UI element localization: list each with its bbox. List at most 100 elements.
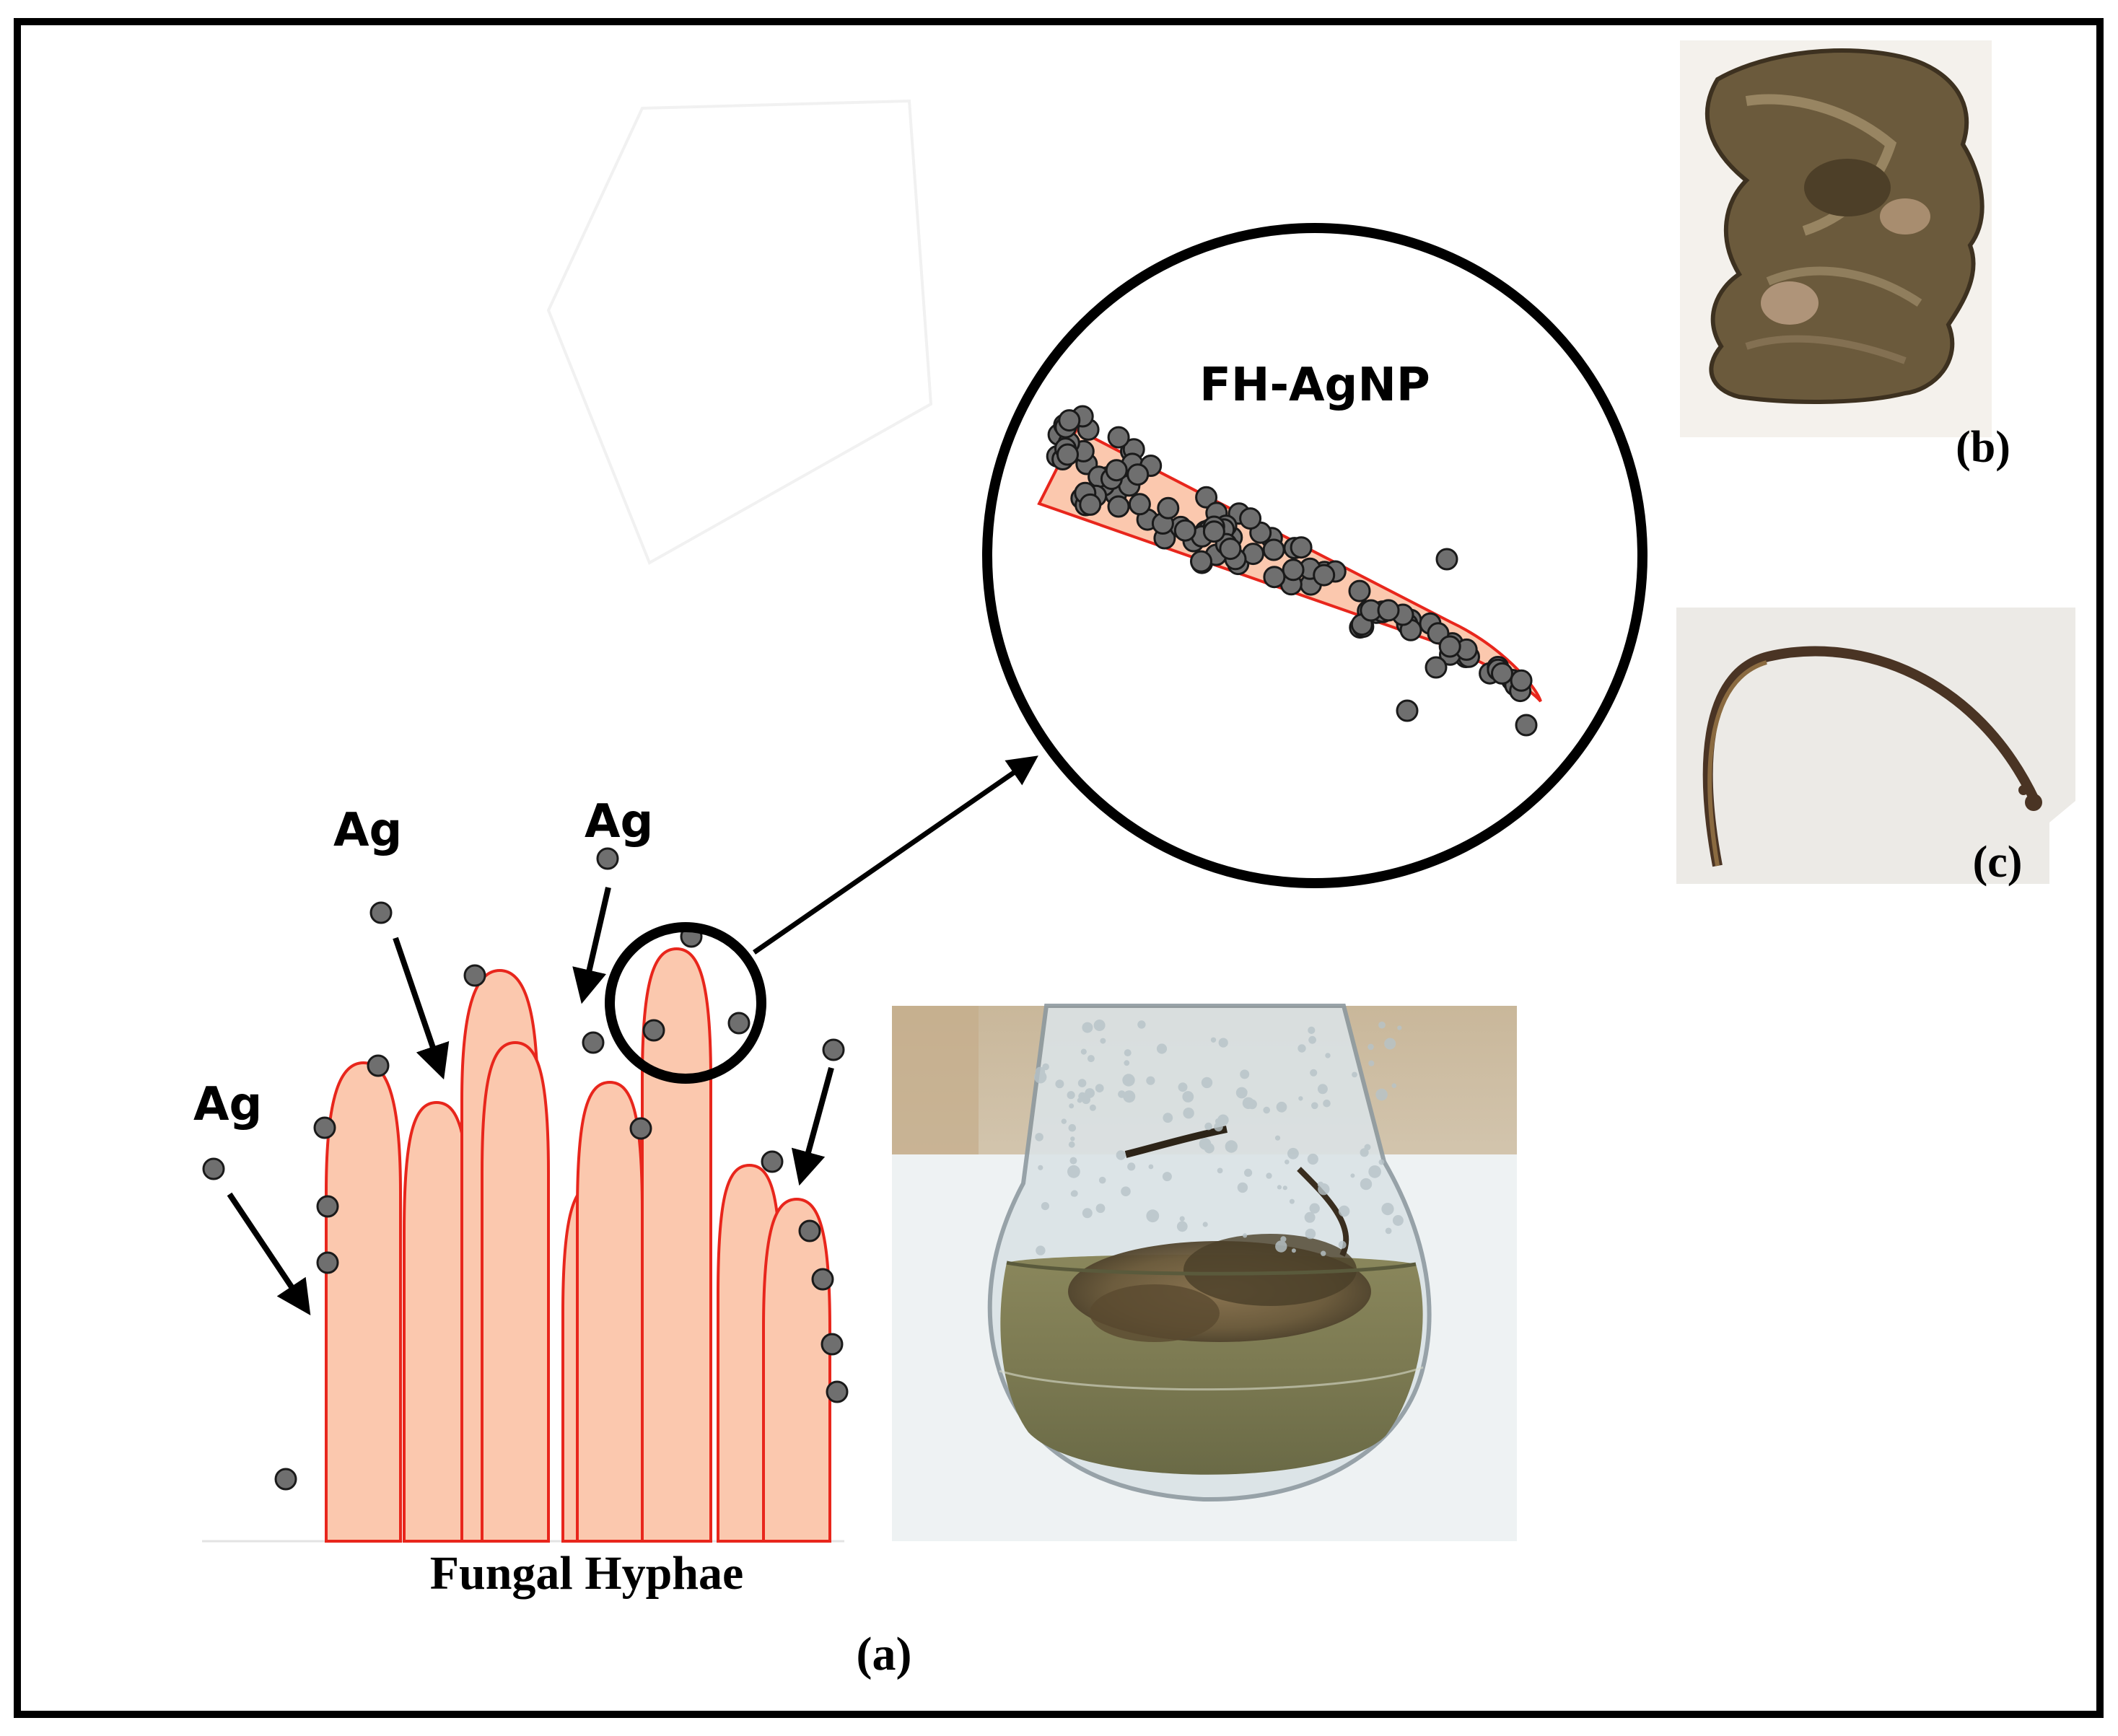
condensation-droplet bbox=[1308, 1035, 1316, 1044]
silver-nanoparticle-dot bbox=[1377, 599, 1400, 622]
silver-nanoparticle-dot bbox=[316, 1251, 339, 1274]
hypha-fiber-photo bbox=[1676, 608, 2075, 884]
condensation-droplet bbox=[1095, 1084, 1104, 1093]
condensation-droplet bbox=[1266, 1172, 1272, 1179]
condensation-droplet bbox=[1240, 1069, 1250, 1079]
condensation-droplet bbox=[1307, 1153, 1318, 1165]
fungal-hypha-shape bbox=[481, 1040, 550, 1543]
silver-nanoparticle-dot bbox=[820, 1333, 844, 1356]
silver-nanoparticle-dot bbox=[582, 1031, 605, 1054]
zoom-circle-small bbox=[605, 922, 766, 1084]
fh-agnp-label: FH-AgNP bbox=[1199, 359, 1430, 412]
silver-nanoparticle-dot bbox=[811, 1268, 834, 1291]
silver-nanoparticle-dot bbox=[1105, 459, 1128, 482]
condensation-droplet bbox=[1071, 1190, 1078, 1197]
silver-nanoparticle-dot bbox=[1262, 538, 1285, 561]
condensation-droplet bbox=[1263, 1106, 1270, 1114]
faint-background-inset bbox=[546, 99, 933, 565]
condensation-droplet bbox=[1367, 1043, 1374, 1051]
condensation-droplet bbox=[1098, 1176, 1106, 1184]
condensation-droplet bbox=[1204, 1143, 1215, 1154]
condensation-droplet bbox=[1202, 1222, 1208, 1227]
fungal-hypha-shape bbox=[762, 1197, 831, 1543]
silver-nanoparticle-dot bbox=[761, 1150, 784, 1173]
condensation-droplet bbox=[1069, 1157, 1077, 1165]
condensation-droplet bbox=[1310, 1069, 1318, 1077]
condensation-droplet bbox=[1317, 1084, 1328, 1095]
condensation-droplet bbox=[1325, 1053, 1331, 1058]
condensation-droplet bbox=[1338, 1240, 1347, 1249]
condensation-droplet bbox=[1323, 1099, 1331, 1108]
zoom-arrow bbox=[753, 755, 1038, 955]
condensation-droplet bbox=[1093, 1020, 1106, 1031]
condensation-droplet bbox=[1360, 1148, 1369, 1157]
condensation-droplet bbox=[1350, 1173, 1355, 1178]
silver-nanoparticle-dot bbox=[1157, 496, 1180, 520]
fungal-biomass-photo bbox=[1680, 40, 1992, 437]
free-nanoparticles bbox=[202, 847, 849, 1491]
condensation-droplet bbox=[1392, 1215, 1404, 1226]
condensation-droplet bbox=[1178, 1082, 1188, 1092]
silver-nanoparticle-dot bbox=[1313, 564, 1336, 587]
condensation-droplet bbox=[1034, 1071, 1047, 1084]
condensation-droplet bbox=[1381, 1203, 1394, 1216]
condensation-droplet bbox=[1067, 1165, 1080, 1178]
condensation-droplet bbox=[1385, 1227, 1392, 1235]
condensation-droplet bbox=[1089, 1104, 1096, 1111]
condensation-droplet bbox=[1298, 1096, 1303, 1101]
flask-photo bbox=[892, 1004, 1517, 1541]
silver-nanoparticle-dot bbox=[1107, 495, 1130, 518]
condensation-droplet bbox=[1304, 1211, 1316, 1223]
silver-nanoparticle-dot bbox=[1263, 566, 1286, 589]
condensation-droplet bbox=[1391, 1083, 1397, 1088]
silver-nanoparticle-dot bbox=[1515, 714, 1538, 737]
condensation-droplet bbox=[1241, 1089, 1248, 1095]
condensation-droplet bbox=[1368, 1060, 1375, 1066]
condensation-droplet bbox=[1082, 1208, 1093, 1219]
silver-nanoparticle-dot bbox=[369, 901, 393, 924]
silver-nanoparticle-dot bbox=[463, 964, 486, 987]
condensation-droplet bbox=[1204, 1122, 1212, 1131]
ag-label-right: Ag bbox=[585, 795, 653, 849]
condensation-droplet bbox=[1384, 1038, 1396, 1050]
silver-nanoparticle-dot bbox=[1079, 493, 1102, 516]
condensation-droplet bbox=[1217, 1167, 1223, 1174]
condensation-droplet bbox=[1137, 1020, 1146, 1029]
condensation-droplet bbox=[1182, 1091, 1194, 1102]
fungal-hypha-shape bbox=[576, 1080, 644, 1543]
condensation-droplet bbox=[1038, 1165, 1043, 1170]
condensation-droplet bbox=[1087, 1055, 1095, 1063]
silver-nanoparticle-dot bbox=[1190, 550, 1212, 573]
fungal-hypha-shape bbox=[641, 947, 712, 1543]
ag-arrow-middle bbox=[393, 937, 450, 1080]
condensation-droplet bbox=[1274, 1135, 1281, 1141]
condensation-droplet bbox=[1041, 1202, 1049, 1211]
silver-nanoparticle-dot bbox=[798, 1219, 821, 1242]
condensation-droplet bbox=[1183, 1108, 1194, 1119]
silver-nanoparticle-dot bbox=[1058, 409, 1081, 432]
condensation-droplet bbox=[1244, 1168, 1253, 1177]
condensation-droplet bbox=[1116, 1150, 1126, 1160]
condensation-droplet bbox=[1360, 1178, 1373, 1191]
condensation-droplet bbox=[1122, 1074, 1135, 1087]
fungal-hyphae-label: Fungal Hyphae bbox=[430, 1547, 744, 1600]
condensation-droplet bbox=[1123, 1090, 1136, 1103]
silver-nanoparticle-dot bbox=[1202, 520, 1225, 543]
condensation-droplet bbox=[1352, 1071, 1357, 1078]
condensation-droplet bbox=[1077, 1079, 1087, 1087]
condensation-droplet bbox=[1146, 1209, 1160, 1223]
condensation-droplet bbox=[1397, 1025, 1402, 1030]
silver-nanoparticle-dot bbox=[1396, 699, 1419, 722]
ag-arrow-left bbox=[227, 1192, 311, 1315]
silver-nanoparticle-dot bbox=[1510, 669, 1533, 692]
condensation-droplet bbox=[1291, 1248, 1296, 1253]
silver-nanoparticle-dot bbox=[316, 1195, 339, 1218]
condensation-droplet bbox=[1067, 1091, 1075, 1100]
condensation-droplet bbox=[1287, 1147, 1299, 1159]
condensation-droplet bbox=[1035, 1133, 1043, 1141]
condensation-droplet bbox=[1078, 1092, 1087, 1100]
silver-nanoparticle-dot bbox=[1239, 507, 1262, 530]
condensation-droplet bbox=[1368, 1165, 1381, 1178]
condensation-droplet bbox=[1121, 1186, 1131, 1196]
